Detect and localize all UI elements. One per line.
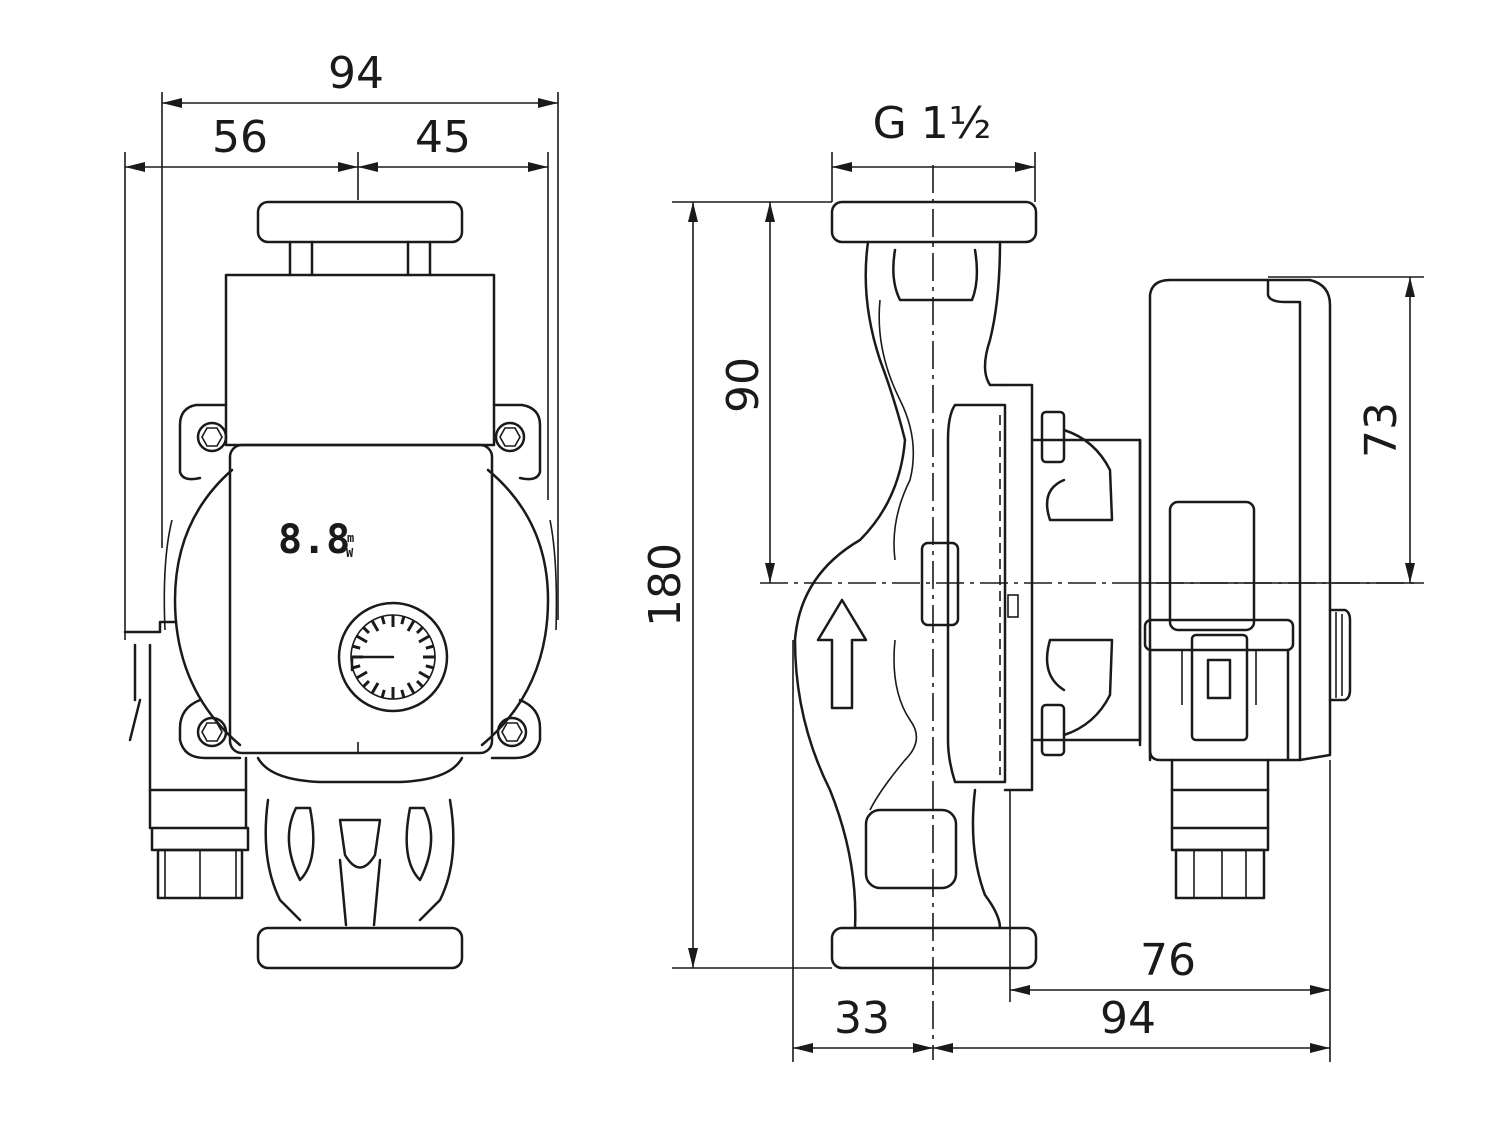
side-control-head — [1148, 278, 1302, 762]
dim-left-part: 56 — [212, 112, 268, 163]
control-knob-tick — [352, 664, 361, 670]
side-top-flange — [830, 200, 1038, 244]
side-bolt-upper — [1040, 410, 1114, 522]
dim-connection-thread: G 1½ — [873, 98, 992, 149]
side-head-window — [1168, 500, 1256, 632]
dim-axis-to-back: 33 — [834, 993, 890, 1044]
front-pump-lower-edge — [256, 756, 464, 784]
front-top-neck — [288, 240, 432, 277]
control-knob-tick — [400, 689, 406, 698]
front-center-spine-top — [338, 818, 382, 869]
control-knob-pointer — [350, 655, 395, 672]
front-motor-arc-right — [480, 468, 550, 747]
dim-half-height: 90 — [718, 357, 769, 413]
side-casing-left — [793, 240, 907, 930]
control-knob-tick — [425, 644, 434, 650]
control-knob-tick — [425, 664, 434, 670]
front-bolt-top-left — [196, 421, 228, 453]
control-knob-tick — [370, 682, 380, 695]
front-connector-box — [148, 643, 248, 792]
control-knob-tick — [380, 689, 386, 698]
side-motor-flange-plate — [1003, 383, 1034, 792]
side-lower-port — [864, 808, 958, 890]
control-knob-tick — [415, 626, 424, 635]
side-view: G 1½ 180 90 73 76 94 33 — [640, 98, 1424, 1062]
led-display-unit-w: W — [346, 546, 354, 560]
front-lug-top-right — [492, 403, 542, 481]
dim-right-part: 45 — [415, 112, 471, 163]
front-rib-left — [287, 806, 315, 882]
front-center-spine — [338, 858, 382, 927]
control-knob-tick — [415, 679, 424, 688]
control-knob-tick — [418, 634, 431, 644]
front-control-head — [228, 443, 494, 755]
front-gland-body — [148, 788, 248, 830]
front-bolt-bottom-right — [496, 716, 528, 748]
front-bottom-flange — [256, 926, 464, 970]
front-rib-right — [405, 806, 433, 882]
control-knob-tick — [406, 682, 416, 695]
control-knob-tick — [355, 670, 368, 680]
control-knob-tick — [362, 626, 371, 635]
front-bolt-top-right — [494, 421, 526, 453]
side-connector — [1143, 618, 1295, 900]
front-gland-nut-flats — [164, 850, 237, 898]
side-center-mark — [920, 541, 960, 627]
front-gland-ring — [150, 826, 250, 852]
front-cable-wire — [128, 643, 142, 742]
control-knob-tick — [355, 634, 368, 644]
front-pump-lower-sides — [264, 798, 455, 922]
control-knob-tick — [406, 619, 416, 632]
side-inner-contour-lower — [869, 639, 918, 811]
led-display-digits: 8.8 — [278, 517, 350, 563]
control-knob-tick — [400, 616, 406, 625]
control-knob-tick — [370, 619, 380, 632]
flow-direction-arrow-icon — [816, 598, 868, 710]
side-upper-port — [892, 248, 979, 302]
dim-overall-width: 94 — [328, 48, 384, 99]
front-upper-housing — [224, 273, 496, 447]
side-motor-body — [1030, 438, 1142, 742]
control-knob-tick — [418, 670, 431, 680]
side-knob-profile — [1328, 608, 1352, 702]
dim-overall-height: 180 — [640, 543, 691, 627]
control-knob-tick — [352, 644, 361, 650]
front-view: 8.8 m W 94 56 45 — [123, 48, 559, 970]
front-motor-edge-right — [549, 519, 558, 631]
front-extension-lines — [124, 92, 559, 640]
side-extension-lines — [672, 152, 1424, 1062]
dim-depth-from-axis: 94 — [1100, 993, 1156, 1044]
side-inner-contour-upper — [878, 299, 915, 561]
side-control-head-back — [1266, 278, 1332, 762]
front-bolt-bottom-left — [196, 716, 228, 748]
side-bolt-lower — [1040, 638, 1114, 757]
front-top-flange — [256, 200, 464, 244]
front-lug-bottom-right — [490, 698, 542, 760]
side-casing-top-right — [983, 240, 1007, 387]
control-knob — [337, 601, 449, 713]
dim-motor-depth: 76 — [1140, 935, 1196, 986]
side-casing-bottom-right — [971, 788, 1002, 930]
side-flange-notch — [1007, 594, 1019, 618]
side-motor-flange-front — [946, 403, 1007, 784]
dim-head-height: 73 — [1356, 402, 1407, 458]
control-knob-tick — [380, 616, 386, 625]
led-display-unit-m: m — [347, 531, 354, 545]
front-motor-edge-left — [163, 519, 173, 631]
front-cable-top — [123, 620, 178, 634]
control-knob-tick — [362, 679, 371, 688]
front-motor-arc-left — [173, 468, 242, 747]
front-lug-bottom-left — [178, 698, 242, 760]
side-bottom-flange — [830, 926, 1038, 970]
front-lug-top-left — [178, 403, 228, 481]
